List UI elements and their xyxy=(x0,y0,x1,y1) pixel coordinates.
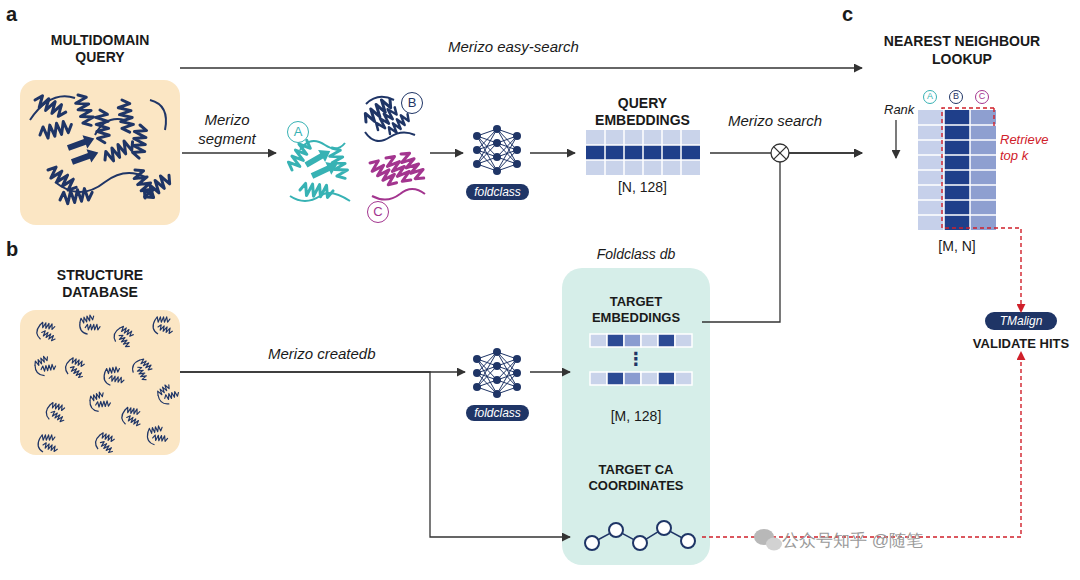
neural-network-icon xyxy=(473,348,521,398)
edge-label: Merizo easy-search xyxy=(448,38,579,55)
domain-circle: C xyxy=(367,201,389,223)
node-text: A xyxy=(288,122,308,141)
edge-label: Merizo createdb xyxy=(268,345,376,362)
node-text: B xyxy=(950,91,962,103)
node-text: NEAREST NEIGHBOUR LOOKUP xyxy=(862,32,1062,68)
node-text: QUERY EMBEDDINGS xyxy=(575,95,710,129)
flow-arrow xyxy=(180,67,862,68)
node-text: [M, N] xyxy=(907,238,1007,255)
tool-pill: TMalignVALIDATE HITS xyxy=(985,312,1057,330)
watermark: 公众号知乎 @随笔 xyxy=(782,529,923,552)
flow-arrow xyxy=(180,372,570,537)
node-text: [M, 128] xyxy=(570,408,702,425)
edge-label: Merizo search xyxy=(728,112,822,129)
panel-letter: c xyxy=(842,3,853,26)
node-text: foldclass xyxy=(466,184,529,200)
watermark-icon xyxy=(754,529,782,551)
node-text: [N, 128] xyxy=(575,179,710,196)
node-text: C xyxy=(976,91,988,103)
query-embedding-matrix xyxy=(586,130,700,175)
node-text: MULTIDOMAIN QUERY xyxy=(30,32,170,66)
node-text: Rank xyxy=(884,102,914,118)
domain-circle: B xyxy=(401,92,423,114)
neural-network-icon xyxy=(473,125,521,175)
flow-arrow xyxy=(530,371,570,372)
node-text: C xyxy=(368,202,388,221)
node-text: TARGET EMBEDDINGS xyxy=(570,294,702,326)
domain-circle: C xyxy=(975,90,989,104)
multiply-symbol xyxy=(771,144,789,162)
node-text: TARGET CA COORDINATES xyxy=(570,462,702,494)
node-text: TMalign xyxy=(985,312,1057,330)
domain-circle: B xyxy=(949,90,963,104)
node-text: B xyxy=(402,93,422,112)
flow-arrow xyxy=(182,152,463,153)
domain-a xyxy=(286,138,350,201)
node-text: foldclass xyxy=(466,405,529,421)
query-protein xyxy=(30,93,173,205)
node-text: VALIDATE HITS xyxy=(973,336,1069,352)
top-k-selection xyxy=(942,108,1021,258)
panel-letter: a xyxy=(6,3,17,26)
embedding-box: TARGET EMBEDDINGS ⋮ [M, 128] xyxy=(570,290,702,435)
flow-arrow xyxy=(530,152,575,153)
flow-arrow xyxy=(702,153,862,322)
database-proteins xyxy=(32,313,181,455)
panel-letter: b xyxy=(6,238,18,261)
domain-b xyxy=(362,95,415,141)
node-text: STRUCTURE DATABASE xyxy=(30,267,170,301)
ca-chain xyxy=(585,521,695,550)
domain-circle: A xyxy=(923,90,937,104)
node-text: Retrieve top k xyxy=(1000,132,1062,164)
node-text: A xyxy=(924,91,936,103)
target-embedding-rows xyxy=(590,334,692,385)
rank-arrow xyxy=(895,120,896,158)
domain-c xyxy=(367,150,428,200)
database-panel: Foldclass dbTARGET EMBEDDINGS⋮[M, 128]TA… xyxy=(562,244,710,565)
similarity-matrix xyxy=(918,110,996,230)
node-text: ⋮ xyxy=(570,349,702,369)
validation-arrow xyxy=(702,352,1021,537)
validation-arrow xyxy=(1020,258,1021,312)
step-label: Merizo segment xyxy=(186,110,268,148)
node-text: Foldclass db xyxy=(562,246,710,263)
